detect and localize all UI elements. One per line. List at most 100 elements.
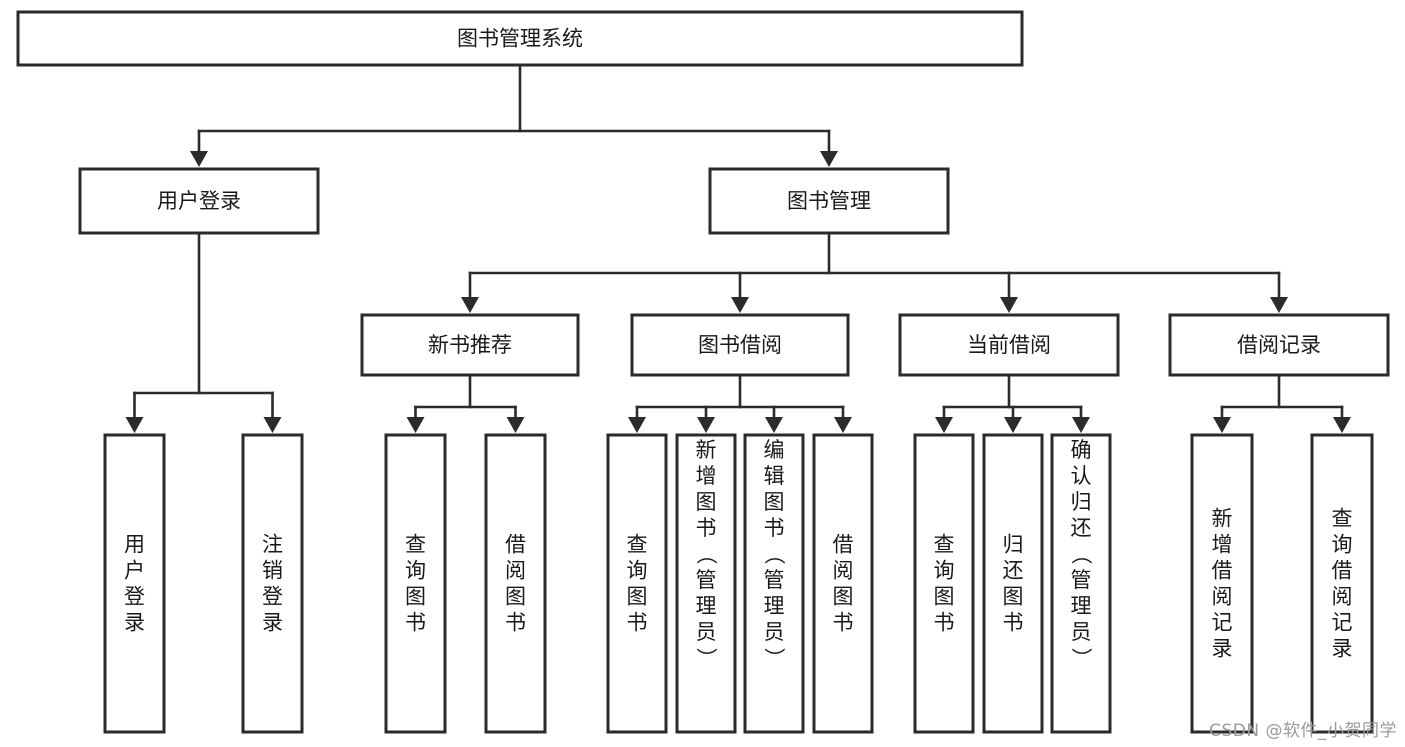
svg-text:书: 书 bbox=[1003, 611, 1024, 635]
svg-text:借: 借 bbox=[505, 533, 526, 557]
svg-text:书: 书 bbox=[505, 611, 526, 635]
svg-text:录: 录 bbox=[1332, 637, 1353, 661]
svg-text:询: 询 bbox=[1332, 533, 1353, 557]
node-box-book-manage bbox=[708, 167, 950, 235]
node-label-book-manage: 图书管理 bbox=[787, 189, 871, 213]
svg-text:确: 确 bbox=[1071, 438, 1092, 462]
node-box-leaf-user-login bbox=[103, 433, 166, 734]
node-label-layer: 图书管理系统用户登录图书管理新书推荐图书借阅当前借阅借阅记录用户登录注销登录查询… bbox=[124, 27, 1353, 669]
svg-text:注: 注 bbox=[262, 533, 283, 557]
svg-text:还: 还 bbox=[1003, 559, 1024, 583]
svg-text:书: 书 bbox=[627, 611, 648, 635]
svg-text:询: 询 bbox=[627, 559, 648, 583]
connector-new-book-rec-to-leaves bbox=[406, 373, 525, 433]
connector-bookmanage-to-level3 bbox=[461, 231, 1288, 313]
connector-root-to-level2 bbox=[190, 63, 838, 167]
svg-text:销: 销 bbox=[262, 559, 283, 583]
svg-text:图: 图 bbox=[505, 585, 526, 609]
svg-text:询: 询 bbox=[934, 559, 955, 583]
svg-text:）: ） bbox=[762, 648, 786, 669]
connector-layer bbox=[125, 63, 1351, 433]
svg-text:认: 认 bbox=[1071, 464, 1092, 488]
svg-text:借: 借 bbox=[1332, 559, 1353, 583]
svg-text:记: 记 bbox=[1212, 611, 1233, 635]
svg-text:录: 录 bbox=[262, 611, 283, 635]
svg-text:编: 编 bbox=[764, 438, 785, 462]
svg-text:借: 借 bbox=[833, 533, 854, 557]
node-label-borrow-record: 借阅记录 bbox=[1237, 333, 1321, 357]
svg-text:管: 管 bbox=[696, 568, 717, 592]
svg-text:查: 查 bbox=[627, 533, 648, 557]
svg-text:查: 查 bbox=[1332, 507, 1353, 531]
svg-text:）: ） bbox=[694, 648, 718, 669]
svg-text:登: 登 bbox=[262, 585, 283, 609]
svg-text:图: 图 bbox=[934, 585, 955, 609]
node-label-leaf-user-login: 用户登录 bbox=[124, 533, 145, 635]
node-box-leaf-query-book-1 bbox=[384, 433, 447, 734]
svg-text:增: 增 bbox=[1212, 533, 1233, 557]
connector-borrow-record-to-leaves bbox=[1213, 373, 1351, 433]
svg-text:（: （ bbox=[694, 544, 718, 565]
svg-text:理: 理 bbox=[764, 594, 785, 618]
svg-text:员: 员 bbox=[764, 620, 785, 644]
svg-text:新: 新 bbox=[696, 438, 717, 462]
connector-user-login-to-leaves bbox=[125, 231, 282, 433]
node-box-leaf-query-record bbox=[1310, 433, 1374, 734]
svg-text:理: 理 bbox=[696, 594, 717, 618]
connector-current-borrow-to-leaves bbox=[935, 373, 1090, 433]
svg-text:图: 图 bbox=[405, 585, 426, 609]
svg-text:录: 录 bbox=[124, 611, 145, 635]
node-box-leaf-logout bbox=[241, 433, 304, 734]
svg-text:图: 图 bbox=[696, 490, 717, 514]
svg-text:（: （ bbox=[1069, 544, 1093, 565]
node-box-root bbox=[16, 10, 1024, 67]
svg-text:归: 归 bbox=[1071, 490, 1092, 514]
svg-text:书: 书 bbox=[405, 611, 426, 635]
svg-text:阅: 阅 bbox=[833, 559, 854, 583]
node-box-leaf-borrow-book-2 bbox=[812, 433, 874, 734]
svg-text:辑: 辑 bbox=[764, 464, 785, 488]
csdn-watermark: CSDN @软件_小贺同学 bbox=[1209, 721, 1397, 741]
node-box-layer bbox=[16, 10, 1390, 734]
svg-text:用: 用 bbox=[124, 533, 145, 557]
svg-text:（: （ bbox=[762, 544, 786, 565]
svg-text:登: 登 bbox=[124, 585, 145, 609]
svg-text:阅: 阅 bbox=[1212, 585, 1233, 609]
svg-text:还: 还 bbox=[1071, 516, 1092, 540]
svg-text:理: 理 bbox=[1071, 594, 1092, 618]
svg-text:阅: 阅 bbox=[505, 559, 526, 583]
svg-text:阅: 阅 bbox=[1332, 585, 1353, 609]
node-box-book-borrow bbox=[630, 313, 850, 377]
node-box-leaf-confirm-return bbox=[1050, 433, 1112, 734]
node-label-current-borrow: 当前借阅 bbox=[967, 333, 1051, 357]
svg-text:记: 记 bbox=[1332, 611, 1353, 635]
svg-text:录: 录 bbox=[1212, 637, 1233, 661]
svg-text:员: 员 bbox=[1071, 620, 1092, 644]
svg-text:）: ） bbox=[1069, 648, 1093, 669]
svg-text:图: 图 bbox=[764, 490, 785, 514]
svg-text:图: 图 bbox=[833, 585, 854, 609]
svg-text:增: 增 bbox=[696, 464, 717, 488]
svg-text:书: 书 bbox=[833, 611, 854, 635]
svg-text:管: 管 bbox=[1071, 568, 1092, 592]
svg-text:询: 询 bbox=[405, 559, 426, 583]
node-box-leaf-edit-book bbox=[743, 433, 805, 734]
svg-text:图: 图 bbox=[1003, 585, 1024, 609]
node-box-leaf-add-book bbox=[675, 433, 737, 734]
svg-text:新: 新 bbox=[1212, 507, 1233, 531]
svg-text:图: 图 bbox=[627, 585, 648, 609]
node-label-book-borrow: 图书借阅 bbox=[698, 333, 782, 357]
svg-text:查: 查 bbox=[934, 533, 955, 557]
